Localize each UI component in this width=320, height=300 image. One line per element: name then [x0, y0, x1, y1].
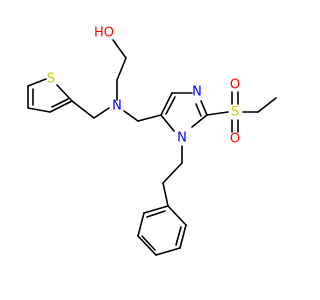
bond-thiophene-c2-s: [56, 84, 73, 102]
bond-benzene-3-4: [155, 247, 181, 256]
bond-benzene-2-3-double: [175, 226, 182, 246]
bond-n-ch2-thienyl: [93, 107, 110, 119]
bond-benzene-5-6: [137, 212, 145, 237]
structure-svg: HO N S N N S O O: [27, 26, 277, 256]
bond-c2-sulfonyl-s: [206, 111, 229, 116]
bond-thiophene-c3-c2-double: [51, 98, 69, 108]
bond-ethyl-c1-c2: [257, 97, 277, 113]
atom-label-amine-n: N: [112, 99, 122, 114]
bond-benzene-1-2: [167, 205, 187, 226]
bond-ch2-imidazole-c5: [137, 114, 162, 122]
bond-n-ch2-imidazole: [123, 110, 139, 122]
bond-benzene-4-5-double: [141, 235, 156, 251]
bond-benzene-2-3: [179, 224, 187, 249]
atom-label-imidazole-n3: N: [192, 85, 202, 100]
bond-ch2-phenyl: [162, 182, 169, 207]
bond-imidazole-n3-c2: [200, 100, 208, 116]
bond-benzene-6-1-double: [146, 210, 166, 218]
atom-label-hydroxyl: HO: [94, 26, 114, 41]
bond-ch2-thienyl-c2: [71, 100, 95, 119]
atom-label-sulfonyl-o-top: O: [230, 78, 240, 93]
bond-thiophene-c3-c2: [49, 100, 73, 113]
bond-c-c-ethanol: [116, 57, 127, 81]
bond-thiophene-s-c5: [27, 78, 47, 87]
bond-thiophene-c4-c3: [27, 107, 51, 113]
bond-imidazole-n3-c2-double: [195, 103, 202, 117]
bond-o-c: [112, 39, 127, 59]
atom-label-sulfonyl-o-bottom: O: [230, 132, 240, 147]
molecule-diagram: HO N S N N S O O: [27, 26, 277, 256]
bond-imidazole-c5-c4: [160, 92, 173, 116]
bond-benzene-6-1: [143, 205, 169, 214]
atom-label-imidazole-n1: N: [177, 131, 187, 146]
bond-ch2-ch2: [162, 162, 183, 184]
bond-imidazole-c2-n1: [191, 114, 208, 128]
bond-benzene-4-5: [137, 235, 157, 256]
atom-label-thiophene-s: S: [47, 72, 55, 87]
bond-imidazole-c5-c4-double: [165, 96, 176, 115]
bond-imidazole-n1-c5: [160, 114, 175, 132]
atom-label-sulfonyl-s: S: [231, 105, 239, 120]
